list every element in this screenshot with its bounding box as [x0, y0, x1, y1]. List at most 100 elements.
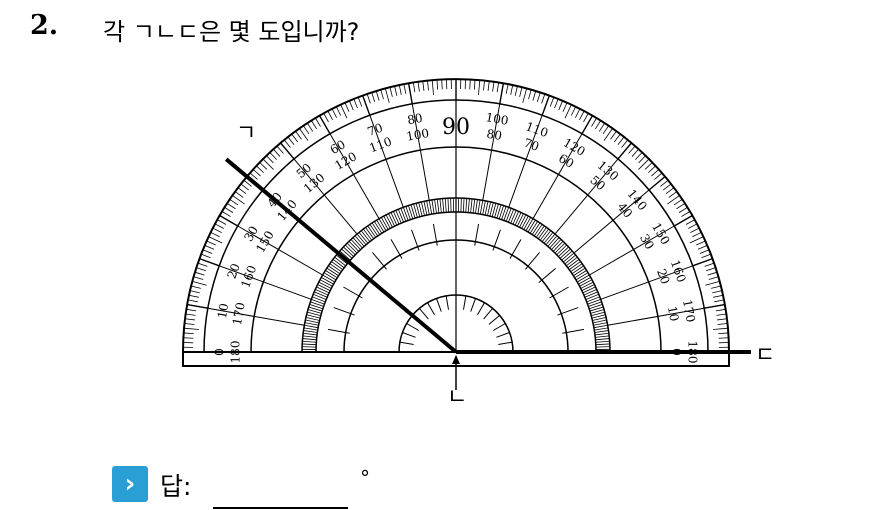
band-tick	[554, 242, 566, 254]
band-tick	[570, 263, 583, 273]
outer-scale-tick	[644, 162, 653, 170]
outer-scale-tick	[701, 253, 712, 259]
outer-scale-tick	[631, 148, 639, 157]
outer-scale-tick	[340, 104, 348, 119]
outer-scale-tick	[273, 148, 281, 157]
band-tick	[472, 199, 476, 214]
outer-scale-tick	[189, 290, 200, 294]
band-tick	[323, 272, 337, 281]
outer-scale-tick	[613, 133, 621, 143]
outer-scale-tick	[528, 89, 532, 100]
radial-line	[573, 189, 650, 254]
inner-tick	[492, 229, 501, 251]
band-tick	[577, 274, 590, 283]
outer-scale-tick	[252, 169, 261, 177]
small-tick	[483, 308, 494, 320]
outer-scale-tick	[708, 276, 719, 280]
band-tick	[549, 237, 560, 249]
outer-scale-tick	[217, 219, 227, 225]
vertex-arrowhead	[452, 355, 460, 364]
band-tick	[312, 296, 326, 303]
outer-scale-tick	[279, 142, 295, 160]
band-tick	[501, 206, 507, 220]
band-tick	[595, 340, 610, 343]
band-tick	[302, 338, 317, 341]
outer-scale-tick	[259, 162, 268, 170]
band-tick	[589, 306, 604, 312]
outer-scale-tick	[583, 113, 589, 123]
band-tick	[380, 217, 389, 230]
outer-scale-tick	[610, 130, 617, 140]
inner-scale-label: 30	[637, 232, 657, 252]
outer-scale-tick	[232, 195, 245, 205]
outer-scale-tick	[706, 267, 716, 272]
band-tick	[341, 248, 353, 259]
radial-line	[554, 158, 619, 235]
band-tick	[467, 198, 470, 213]
outer-scale-tick	[564, 104, 572, 119]
band-tick	[431, 199, 435, 214]
band-tick	[593, 322, 608, 326]
band-tick	[586, 296, 600, 303]
band-tick	[388, 213, 395, 227]
outer-scale-tick	[315, 117, 321, 127]
outer-scale-tick	[562, 102, 568, 112]
band-tick	[470, 198, 473, 213]
band-tick	[415, 203, 421, 217]
outer-scale-tick	[676, 202, 686, 210]
band-tick	[322, 274, 335, 283]
answer-blank[interactable]	[213, 507, 348, 509]
outer-scale-tick	[628, 145, 636, 154]
outer-scale-tick	[712, 327, 728, 330]
band-tick	[319, 279, 333, 287]
small-tick	[427, 302, 435, 316]
outer-scale-tick	[536, 92, 541, 102]
band-tick	[545, 233, 556, 246]
inner-tick	[327, 328, 350, 334]
inner-scale-label: 100	[405, 126, 430, 144]
band-tick	[352, 237, 363, 249]
outer-scale-tick	[667, 195, 680, 205]
band-tick	[413, 203, 418, 218]
small-tick	[399, 341, 414, 346]
outer-scale-tick	[348, 100, 354, 111]
band-tick	[439, 198, 442, 213]
outer-scale-tick	[541, 95, 551, 116]
outer-scale-tick	[327, 110, 333, 120]
outer-scale-tick	[318, 115, 331, 135]
band-tick	[594, 327, 609, 331]
outer-scale-tick	[191, 285, 201, 289]
outer-scale-tick	[357, 96, 363, 107]
outer-scale-tick	[344, 102, 350, 112]
band-tick	[566, 256, 578, 267]
band-tick	[367, 225, 377, 238]
outer-scale-tick	[617, 142, 633, 160]
outer-scale-tick	[291, 133, 299, 143]
band-tick	[304, 322, 319, 326]
outer-scale-tick	[581, 115, 594, 135]
band-tick	[543, 232, 554, 244]
outer-scale-tick	[353, 98, 358, 109]
outer-scale-tick	[598, 122, 606, 132]
outer-scale-tick	[310, 120, 317, 130]
band-tick	[551, 239, 562, 250]
outer-scale-tick	[306, 122, 314, 132]
outer-scale-tick	[199, 257, 220, 267]
band-tick	[592, 316, 607, 321]
band-tick	[365, 227, 375, 239]
band-tick	[592, 319, 607, 324]
band-tick	[498, 205, 504, 219]
outer-scale-tick	[595, 120, 602, 130]
outer-scale-tick	[673, 199, 683, 206]
outer-scale-tick	[361, 95, 371, 116]
band-tick	[521, 215, 529, 229]
outer-scale-tick	[514, 85, 518, 96]
inner-scale-label: 70	[522, 136, 541, 154]
outer-scale-tick	[193, 276, 204, 280]
small-tick	[406, 323, 420, 331]
band-tick	[307, 311, 321, 317]
point-label-end: ㄷ	[755, 343, 775, 368]
band-tick	[307, 309, 322, 314]
inner-scale-label: 60	[556, 151, 576, 171]
